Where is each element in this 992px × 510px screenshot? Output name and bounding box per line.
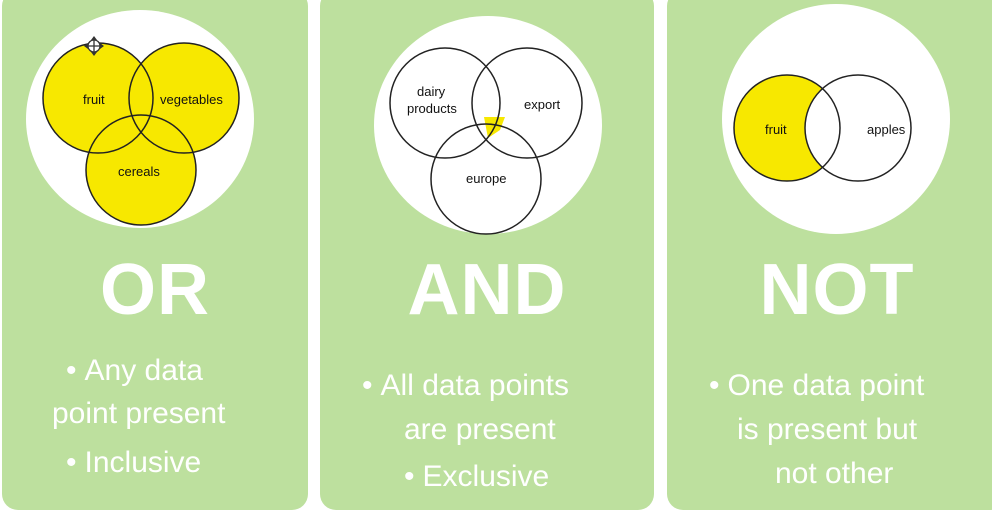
or-bullet-1-cont: point present: [52, 397, 226, 430]
and-bullet-2-text: Exclusive: [422, 460, 550, 493]
and-bullet-2: •Exclusive: [404, 460, 550, 493]
and-circle-europe: [430, 123, 542, 235]
or-label-cereals: cereals: [118, 164, 160, 179]
not-title: NOT: [759, 250, 915, 330]
or-bullet-2-text: Inclusive: [84, 446, 202, 479]
not-fruit-only-fill: [734, 75, 840, 181]
and-label-europe: europe: [466, 171, 506, 186]
or-bullet-1-text: Any data: [84, 354, 203, 387]
not-circle-fruit: [733, 74, 841, 182]
not-label-fruit: fruit: [765, 122, 787, 137]
or-circle-vegetables: [128, 42, 240, 154]
or-label-fruit: fruit: [83, 92, 105, 107]
and-bullet-1-cont: are present: [404, 413, 556, 446]
or-bullet-2: •Inclusive: [66, 446, 202, 479]
and-label-export: export: [524, 97, 561, 112]
and-circle-export: [471, 47, 583, 159]
and-venn-diagram: dairy products export europe: [389, 47, 583, 235]
and-label-dairy: dairy: [417, 84, 446, 99]
or-panel: fruit vegetables cereals OR •Any data po…: [2, 0, 308, 510]
or-circle-cereals: [85, 114, 197, 226]
not-bullet-1: •One data point: [709, 369, 925, 402]
not-bullet-1-cont: is present but: [737, 413, 918, 446]
not-venn-diagram: fruit apples: [733, 74, 912, 182]
or-label-vegetables: vegetables: [160, 92, 223, 107]
and-title: AND: [407, 250, 567, 330]
and-label-products: products: [407, 101, 457, 116]
and-circle-dairy: [389, 47, 501, 159]
and-bullet-1-text: All data points: [380, 369, 569, 402]
not-circle-apples: [804, 74, 912, 182]
not-bullet-1-cont-2: not other: [775, 457, 894, 490]
or-title: OR: [100, 250, 210, 330]
not-panel: fruit apples NOT •One data point is pres…: [667, 0, 992, 510]
and-panel: dairy products export europe AND •All da…: [320, 0, 654, 510]
not-bullet-1-text: One data point: [727, 369, 925, 402]
or-venn-diagram: fruit vegetables cereals: [42, 36, 240, 226]
and-bullet-1: •All data points: [362, 369, 569, 402]
or-bullet-1: •Any data: [66, 354, 203, 387]
move-cursor-icon: [84, 36, 104, 56]
not-label-apples: apples: [867, 122, 906, 137]
